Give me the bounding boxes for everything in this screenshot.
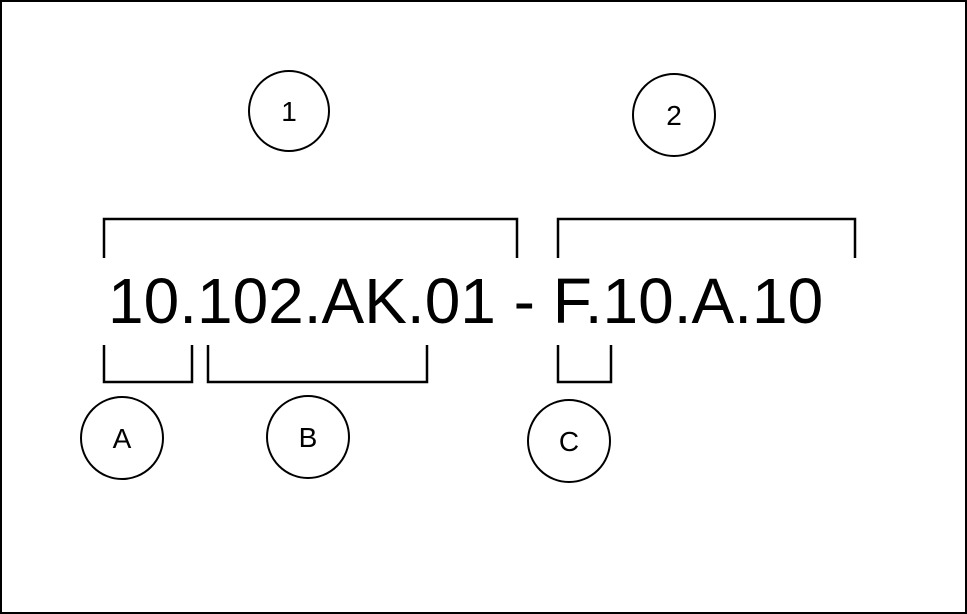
bracket-segment-c <box>556 345 613 384</box>
bracket-segment-b <box>206 345 429 384</box>
marker-1-label: 1 <box>281 96 297 127</box>
marker-2: 2 <box>632 73 716 157</box>
bracket-segment-a <box>102 345 194 384</box>
marker-1: 1 <box>248 70 330 152</box>
code-string: 10.102.AK.01 - F.10.A.10 <box>108 265 823 337</box>
bracket-part-2 <box>556 217 857 258</box>
marker-c: C <box>527 399 611 483</box>
marker-a-label: A <box>113 423 132 454</box>
marker-2-label: 2 <box>666 100 682 131</box>
marker-b: B <box>266 395 350 479</box>
marker-b-label: B <box>299 422 318 453</box>
marker-c-label: C <box>559 426 579 457</box>
marker-a: A <box>80 396 164 480</box>
bracket-part-1 <box>102 217 519 258</box>
